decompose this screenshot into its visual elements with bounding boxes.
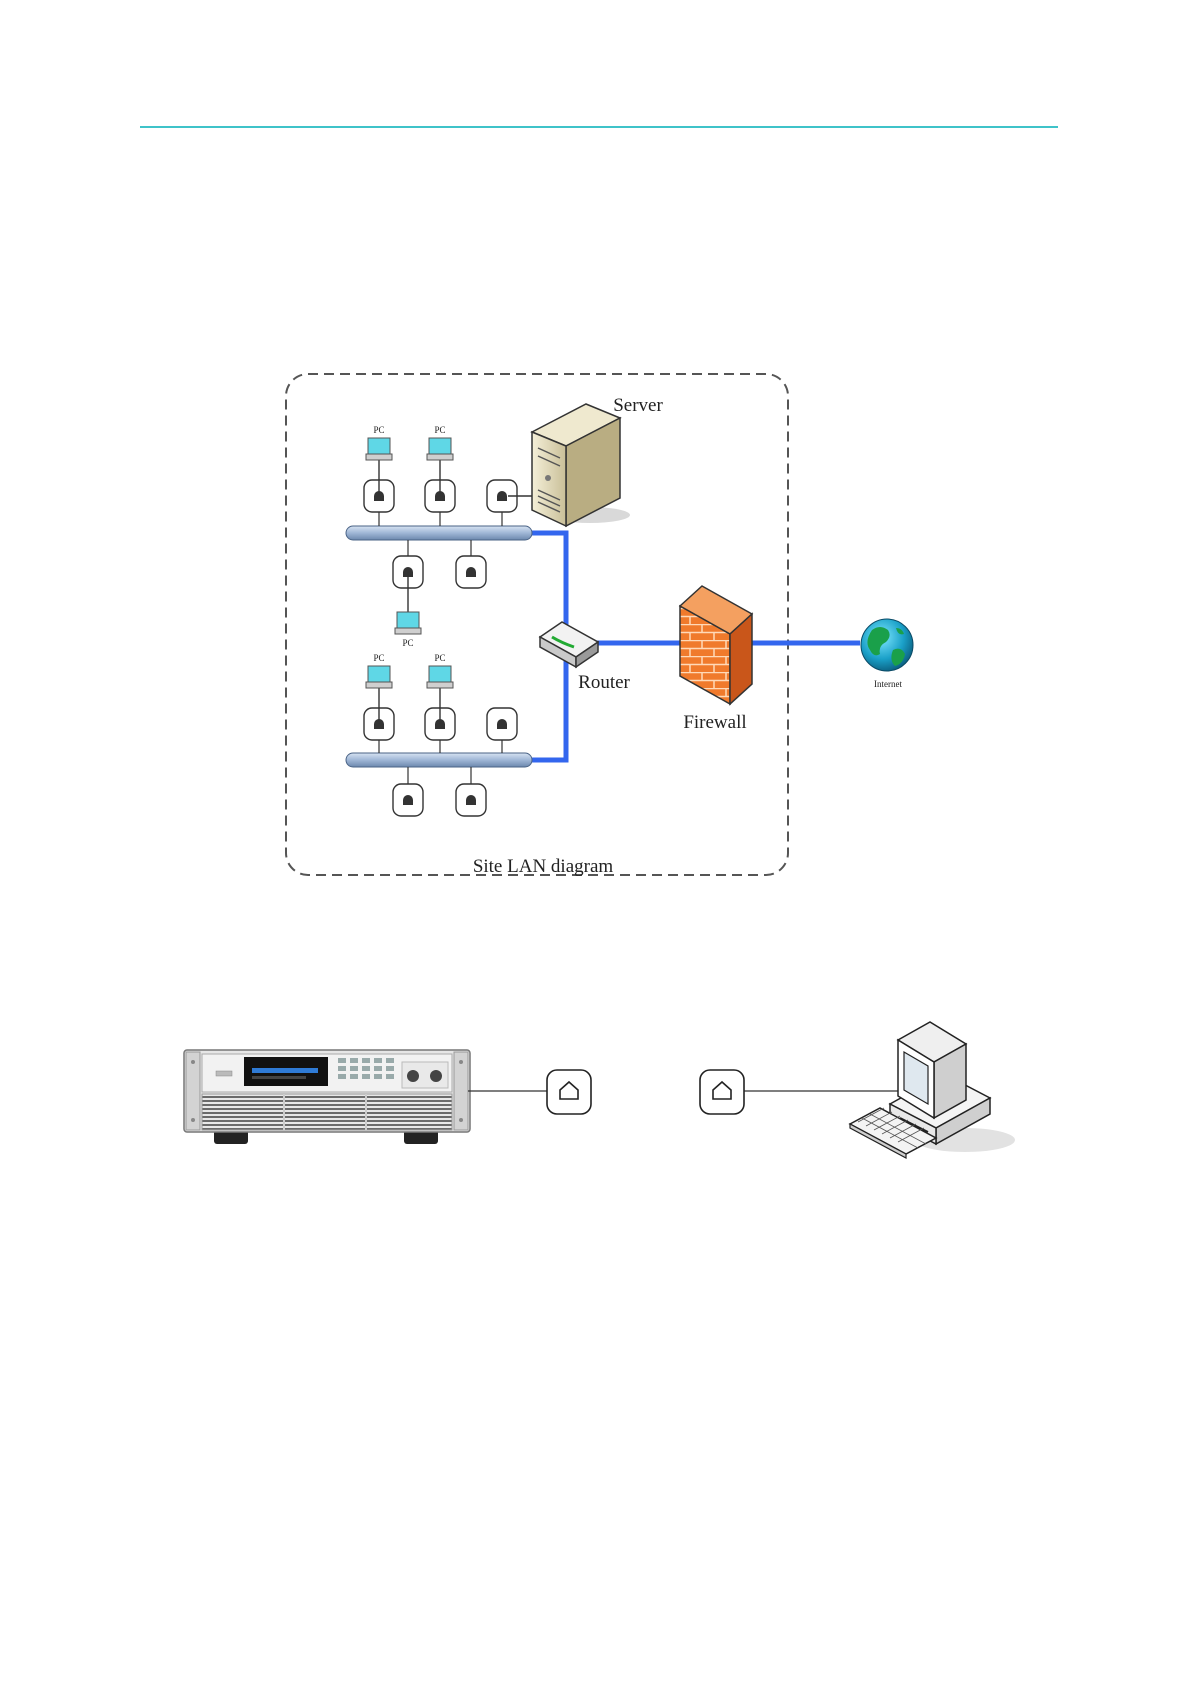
pc-icon: PC [395, 612, 421, 648]
wall-port-icon [393, 540, 423, 612]
pc-label: PC [373, 425, 384, 435]
pc-label: PC [402, 638, 413, 648]
wall-port-icon [393, 767, 423, 816]
wall-port-icon [700, 1070, 744, 1114]
desktop-computer-icon [850, 1022, 1015, 1158]
server-icon [532, 404, 630, 526]
wall-port-icon [547, 1070, 591, 1114]
lan-diagram: PC PC PC [286, 374, 913, 877]
firewall-label: Firewall [683, 712, 746, 733]
wall-port-icon [456, 540, 486, 588]
server-label: Server [613, 395, 663, 416]
pc-label: PC [434, 653, 445, 663]
internet-label: Internet [874, 679, 902, 689]
bus-upper [346, 526, 532, 540]
wall-port-icon [487, 708, 517, 753]
direct-connection-diagram [184, 1022, 1015, 1158]
diagram-caption: Site LAN diagram [473, 856, 614, 877]
firewall-icon [680, 586, 752, 704]
wall-port-icon [456, 767, 486, 816]
bus-lower [346, 753, 532, 767]
router-icon [540, 622, 598, 667]
pc-label: PC [434, 425, 445, 435]
globe-icon [861, 619, 913, 671]
power-supply-icon [184, 1050, 470, 1144]
wall-port-icon [487, 480, 532, 526]
router-label: Router [578, 672, 630, 693]
pc-label: PC [373, 653, 384, 663]
